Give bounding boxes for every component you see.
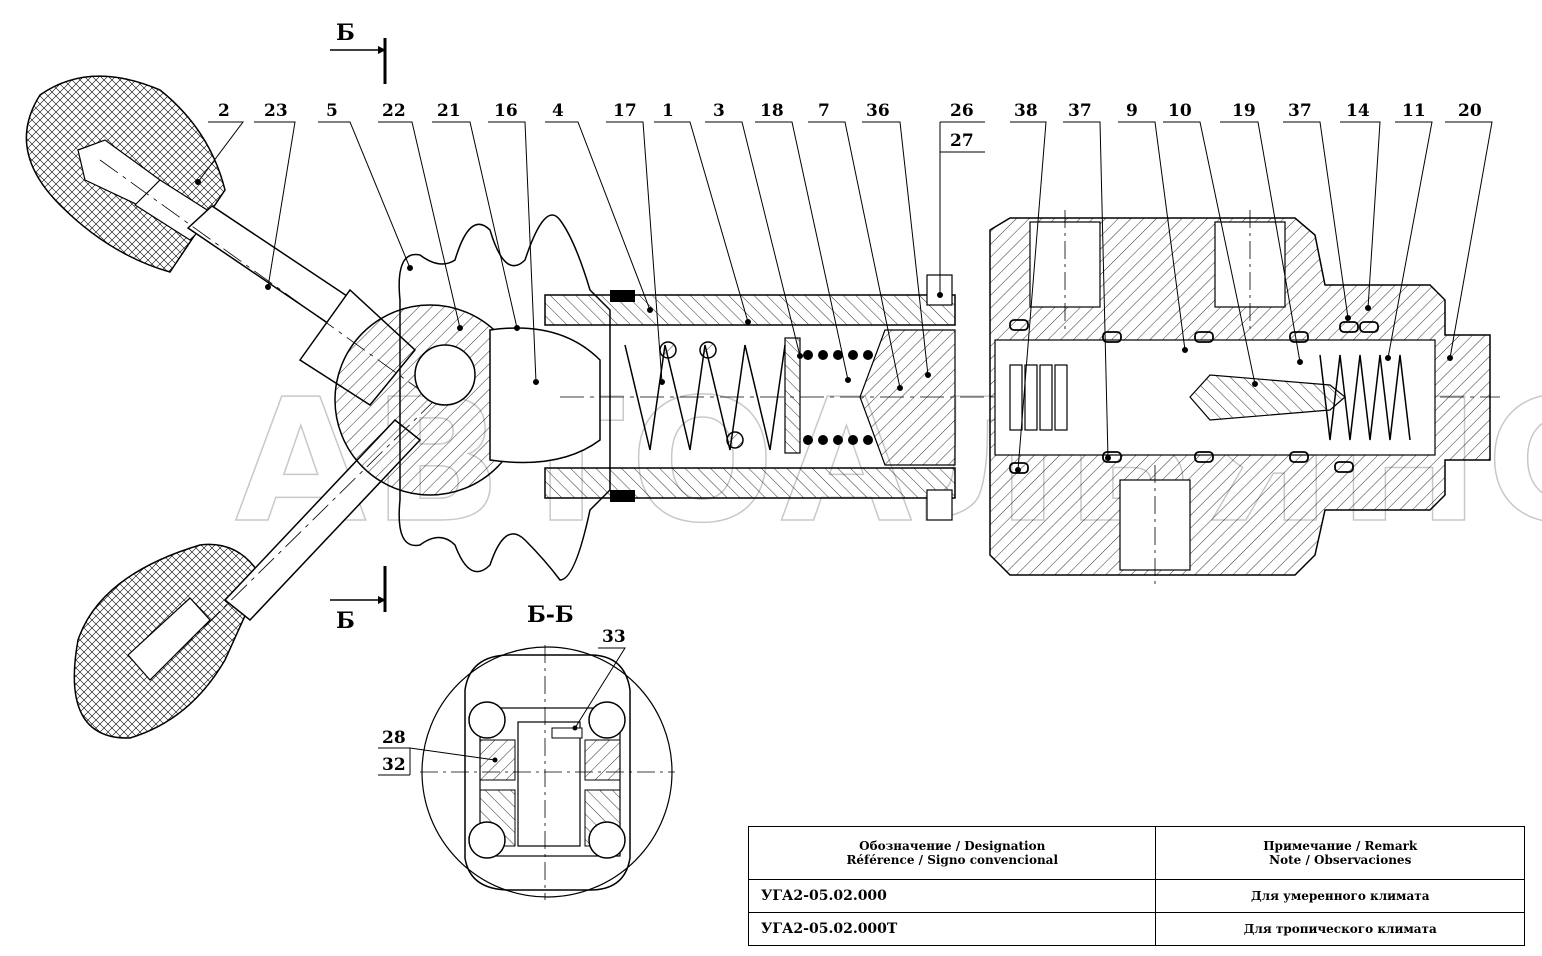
callout-20: 20 <box>1458 101 1482 121</box>
callout-38: 38 <box>1014 101 1038 121</box>
callout-14: 14 <box>1346 101 1370 121</box>
upper-handle-knob <box>25 75 226 273</box>
designation-table: Обозначение / Designation Référence / Si… <box>747 826 1525 946</box>
callout-10: 10 <box>1168 101 1192 121</box>
callout-22: 22 <box>382 101 406 121</box>
callout-16: 16 <box>494 101 518 121</box>
valve-needle <box>1189 374 1346 421</box>
main-spring <box>624 341 786 451</box>
table-header-row: Обозначение / Designation Référence / Si… <box>747 826 1525 880</box>
section-view: Б-Б 33 28 32 <box>378 602 675 900</box>
callout-11: 11 <box>1402 101 1426 121</box>
remark-header-line1: Примечание / Remark <box>1263 839 1418 853</box>
table-row: УГА2-05.02.000Т Для тропического климата <box>747 912 1525 946</box>
callout-36: 36 <box>866 101 890 121</box>
callout-9: 9 <box>1126 101 1138 121</box>
rubber-boot <box>398 214 611 581</box>
callout-33: 33 <box>602 627 626 647</box>
callout-1: 1 <box>662 101 674 121</box>
callout-17: 17 <box>613 101 637 121</box>
row-code: УГА2-05.02.000Т <box>747 912 1157 946</box>
callout-19: 19 <box>1232 101 1256 121</box>
callout-26: 26 <box>950 101 974 121</box>
callout-7: 7 <box>818 101 830 121</box>
callout-23: 23 <box>264 101 288 121</box>
designation-header-line1: Обозначение / Designation <box>859 839 1046 853</box>
callout-21: 21 <box>437 101 461 121</box>
callout-18: 18 <box>760 101 784 121</box>
section-view-title: Б-Б <box>527 602 574 628</box>
piston <box>784 337 801 454</box>
section-marker-bottom: Б <box>330 566 387 634</box>
callout-28: 28 <box>382 728 406 748</box>
callout-5: 5 <box>326 101 338 121</box>
bolt-head-27 <box>926 489 953 521</box>
remark-header-line2: Note / Observaciones <box>1269 853 1412 867</box>
callout-32: 32 <box>382 755 406 775</box>
callout-37b: 37 <box>1288 101 1312 121</box>
row-remark: Для тропического климата <box>1155 912 1525 946</box>
ball-joint <box>334 304 601 496</box>
plunger <box>859 329 956 466</box>
row-code: УГА2-05.02.000 <box>747 879 1157 913</box>
section-letter-bottom: Б <box>336 608 355 634</box>
designation-header: Обозначение / Designation Référence / Si… <box>747 826 1157 880</box>
section-marker-top: Б <box>330 20 387 84</box>
row-remark: Для умеренного климата <box>1155 879 1525 913</box>
lower-handle-knob <box>73 543 263 739</box>
table-row: УГА2-05.02.000 Для умеренного климата <box>747 879 1525 913</box>
small-spring <box>803 350 873 445</box>
valve-housing <box>989 210 1491 585</box>
callout-37: 37 <box>1068 101 1092 121</box>
callout-27: 27 <box>950 131 974 151</box>
callout-3: 3 <box>713 101 725 121</box>
designation-header-line2: Référence / Signo convencional <box>846 853 1059 867</box>
section-letter-top: Б <box>336 20 355 46</box>
callouts-main: 2 23 5 22 21 16 4 17 1 3 18 7 36 26 27 3… <box>218 101 1482 151</box>
callout-2: 2 <box>218 101 230 121</box>
callout-4: 4 <box>552 101 564 121</box>
leader-lines <box>195 121 1493 473</box>
remark-header: Примечание / Remark Note / Observaciones <box>1155 826 1525 880</box>
